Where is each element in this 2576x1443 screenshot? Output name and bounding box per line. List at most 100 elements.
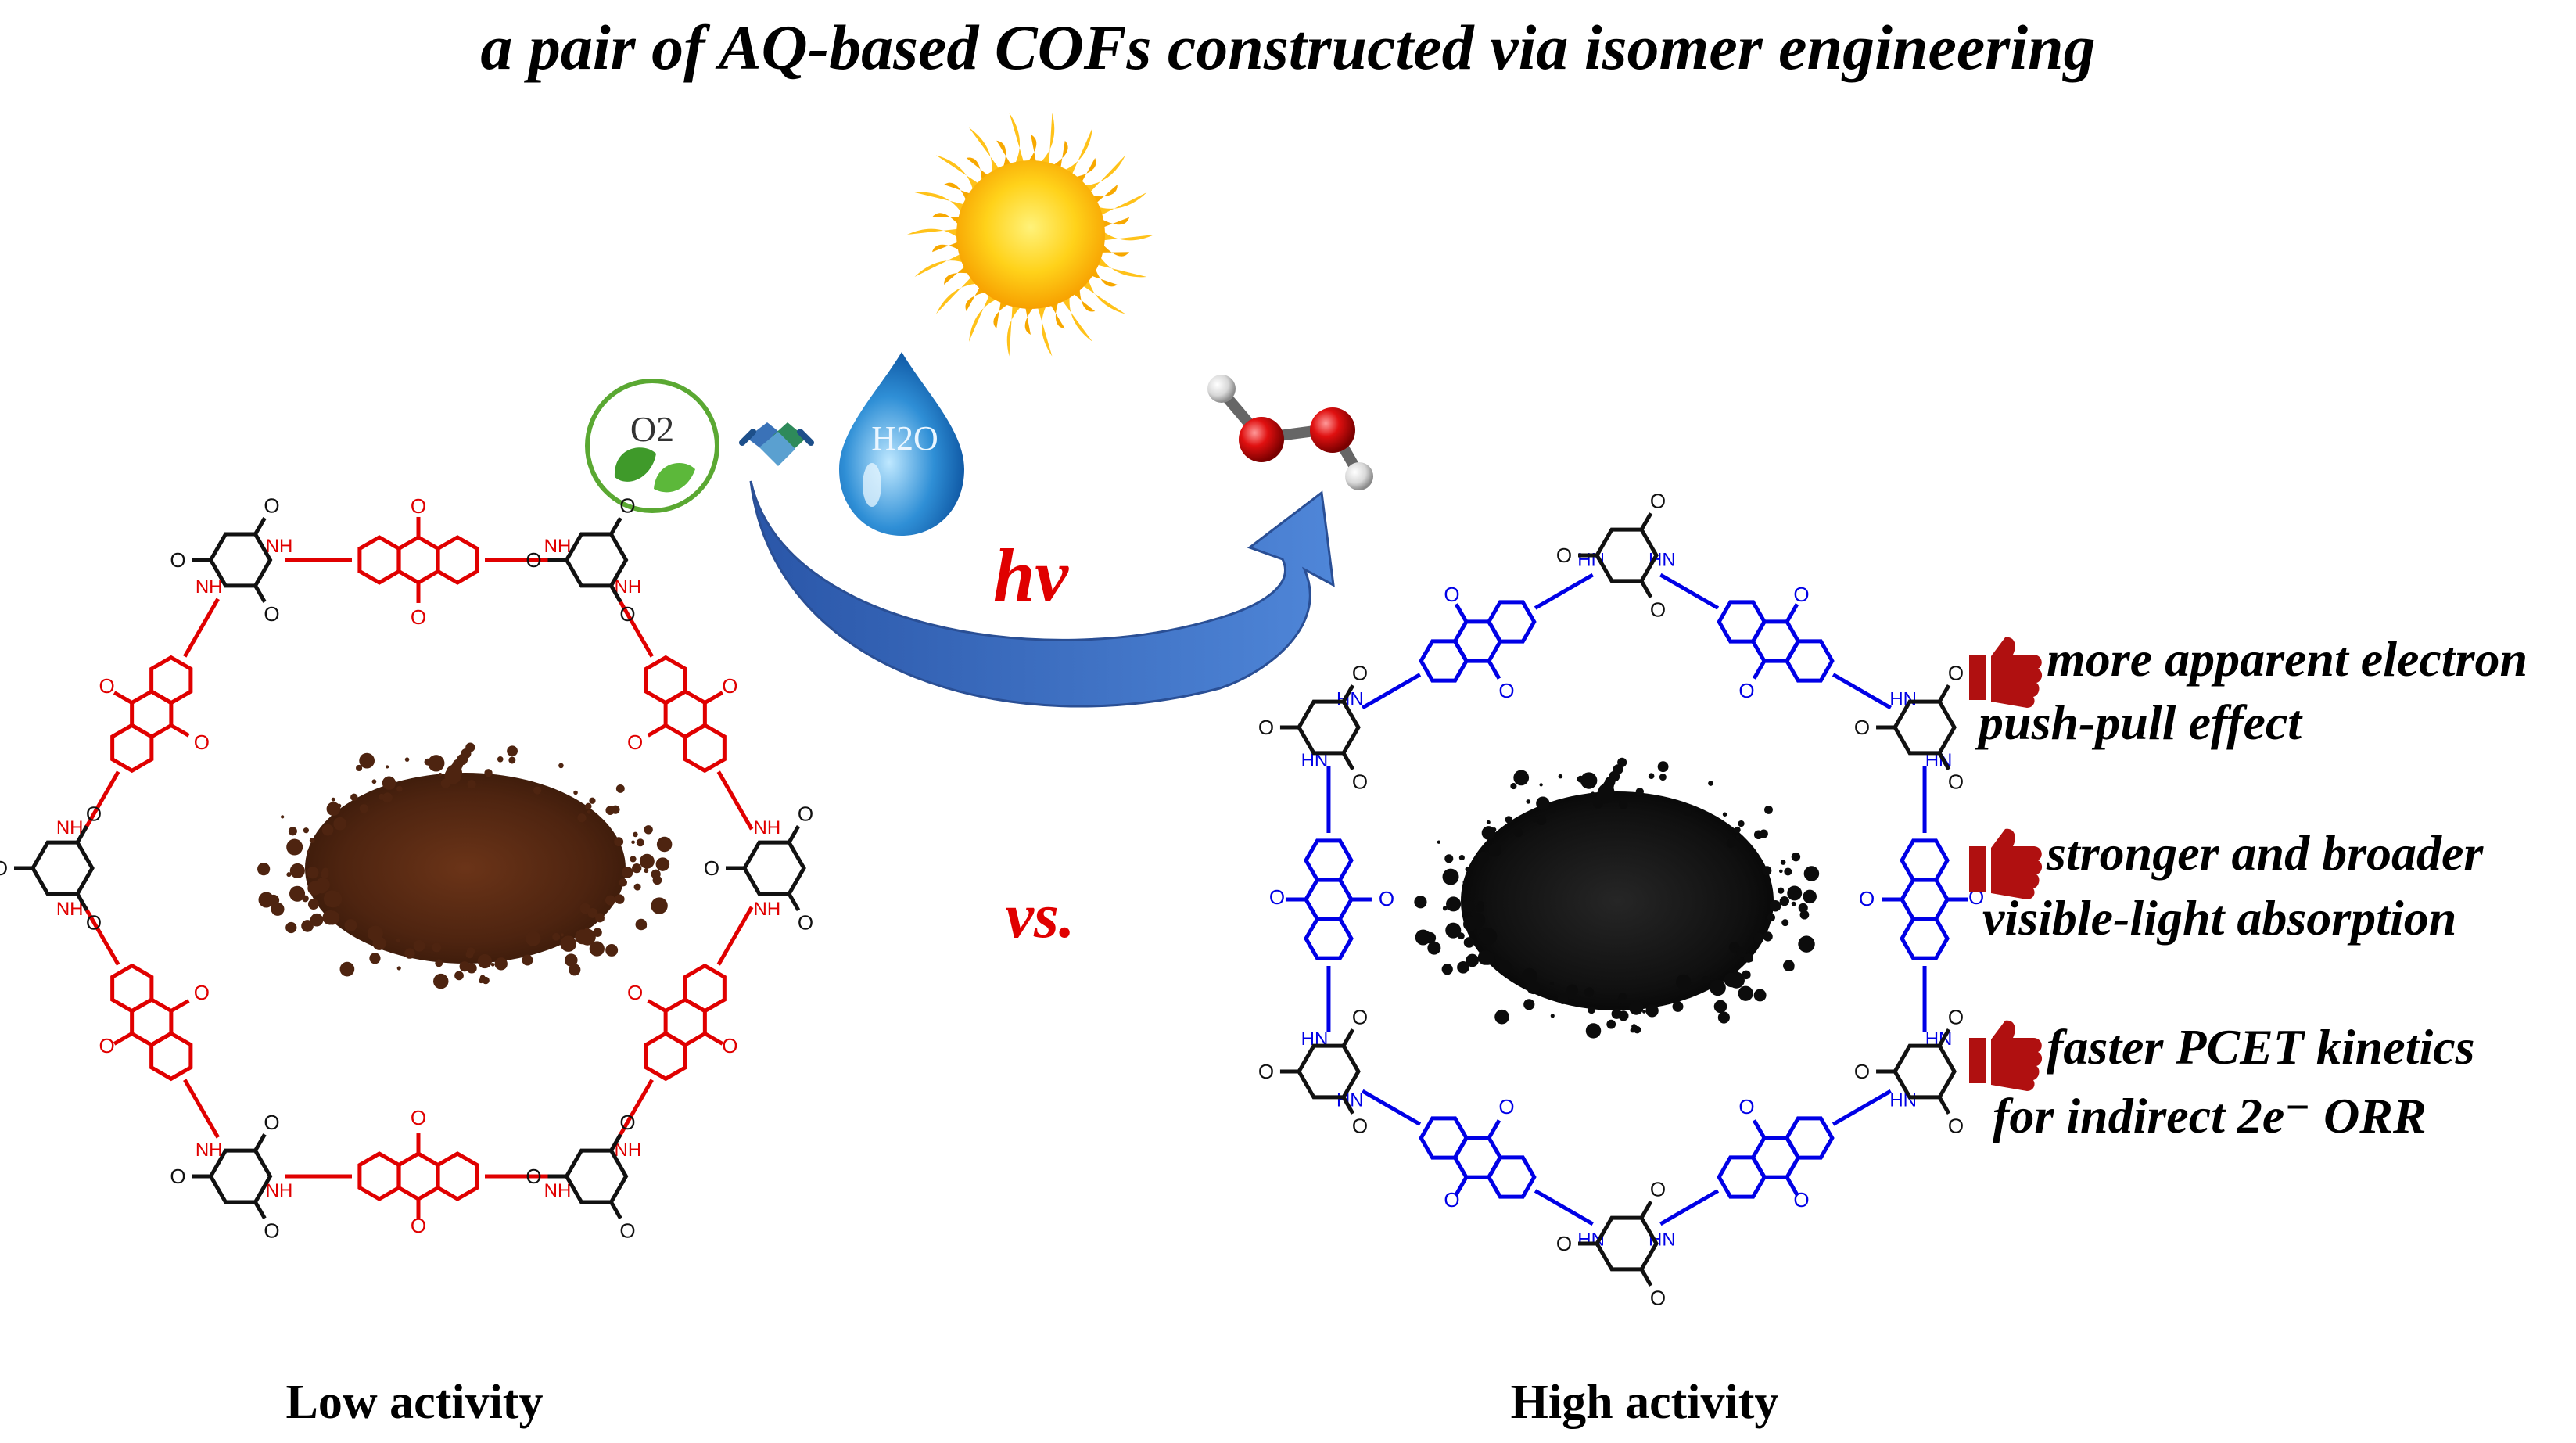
svg-text:O: O — [170, 548, 185, 572]
svg-text:O: O — [1498, 679, 1514, 702]
svg-text:NH: NH — [266, 536, 293, 557]
feature-line: visible-light absorption — [1982, 890, 2456, 946]
svg-text:O: O — [1556, 544, 1572, 567]
svg-text:O: O — [411, 605, 426, 629]
svg-text:O: O — [1258, 716, 1274, 739]
svg-text:O: O — [1352, 662, 1368, 685]
svg-text:O: O — [619, 494, 635, 518]
svg-text:O: O — [194, 730, 210, 754]
svg-text:O: O — [1269, 885, 1285, 909]
svg-text:O: O — [194, 981, 210, 1004]
svg-text:O: O — [1650, 1178, 1666, 1201]
svg-text:O: O — [1859, 887, 1875, 910]
svg-text:O: O — [99, 1034, 114, 1057]
svg-text:O: O — [1948, 770, 1964, 793]
feature-line: stronger and broader — [2046, 825, 2484, 881]
svg-text:NH: NH — [754, 899, 781, 920]
svg-text:O: O — [619, 1111, 635, 1134]
svg-text:O: O — [1948, 1006, 1964, 1029]
svg-text:O: O — [1738, 679, 1754, 702]
left-caption: Low activity — [286, 1376, 544, 1429]
thumbs-up-icon — [1969, 828, 2043, 899]
feature-line: for indirect 2e⁻ ORR — [1993, 1088, 2427, 1143]
svg-text:O: O — [1444, 1188, 1459, 1211]
svg-text:O: O — [526, 1165, 541, 1188]
svg-text:NH: NH — [266, 1180, 293, 1201]
black-cof-powder — [1414, 757, 1820, 1039]
svg-text:O: O — [722, 674, 737, 698]
feature-list: more apparent electron push-pull effect … — [1969, 631, 2528, 1143]
svg-text:O: O — [798, 802, 813, 826]
light-label: hv — [993, 533, 1069, 617]
svg-text:O: O — [411, 1214, 426, 1237]
svg-text:NH: NH — [56, 817, 84, 838]
svg-text:O: O — [1352, 1114, 1368, 1137]
o2-label: O2 — [630, 409, 674, 449]
svg-text:O: O — [1793, 1188, 1809, 1211]
svg-text:O: O — [1444, 583, 1459, 606]
svg-text:NH: NH — [196, 576, 223, 598]
svg-text:O: O — [411, 1106, 426, 1129]
svg-text:NH: NH — [615, 1140, 642, 1161]
thumbs-up-icon — [1969, 637, 2043, 708]
svg-text:O: O — [411, 494, 426, 518]
feature-line: push-pull effect — [1975, 695, 2303, 750]
svg-text:O: O — [1556, 1232, 1572, 1255]
svg-text:O: O — [264, 494, 279, 518]
svg-text:O: O — [1948, 1114, 1964, 1137]
svg-text:NH: NH — [56, 899, 84, 920]
svg-text:O: O — [0, 856, 8, 880]
svg-text:O: O — [86, 910, 102, 934]
oxygen-leaf-icon: O2 — [585, 379, 719, 513]
versus-label: vs. — [1006, 880, 1075, 951]
handshake-icon — [739, 422, 814, 466]
svg-text:NH: NH — [544, 1180, 572, 1201]
page-title: a pair of AQ-based COFs constructed via … — [480, 12, 2095, 83]
thumbs-up-icon — [1969, 1020, 2043, 1091]
svg-text:O: O — [1379, 887, 1394, 910]
svg-text:HN: HN — [1889, 688, 1917, 709]
feature-item: more apparent electron push-pull effect — [1969, 631, 2528, 750]
svg-text:O: O — [722, 1034, 737, 1057]
reaction-arrow — [749, 480, 1335, 708]
feature-line: faster PCET kinetics — [2047, 1019, 2475, 1075]
svg-text:NH: NH — [544, 536, 572, 557]
svg-text:O: O — [1854, 1060, 1870, 1083]
svg-text:NH: NH — [615, 576, 642, 598]
right-caption: High activity — [1511, 1376, 1779, 1429]
svg-text:O: O — [264, 1219, 279, 1242]
svg-text:O: O — [704, 856, 719, 880]
feature-line: more apparent electron — [2047, 631, 2528, 687]
svg-text:O: O — [264, 1111, 279, 1134]
svg-text:O: O — [86, 802, 102, 826]
svg-text:O: O — [619, 602, 635, 626]
h2o2-molecule-icon — [1207, 375, 1373, 490]
svg-text:O: O — [798, 910, 813, 934]
svg-text:NH: NH — [754, 817, 781, 838]
svg-text:O: O — [1650, 1286, 1666, 1309]
sun-icon — [907, 113, 1154, 357]
svg-text:O: O — [1258, 1060, 1274, 1083]
svg-text:O: O — [1650, 490, 1666, 513]
svg-text:O: O — [170, 1165, 185, 1188]
svg-text:O: O — [1854, 716, 1870, 739]
svg-text:O: O — [526, 548, 541, 572]
svg-text:O: O — [264, 602, 279, 626]
svg-text:O: O — [1352, 1006, 1368, 1029]
svg-text:O: O — [1650, 598, 1666, 621]
svg-text:O: O — [619, 1219, 635, 1242]
svg-text:O: O — [627, 981, 643, 1004]
water-drop-icon: H2O — [839, 352, 964, 536]
svg-text:O: O — [99, 674, 114, 698]
svg-text:O: O — [1738, 1095, 1754, 1118]
brown-cof-powder — [257, 742, 673, 989]
feature-item: stronger and broader visible-light absor… — [1969, 825, 2484, 946]
svg-text:NH: NH — [196, 1140, 223, 1161]
feature-item: faster PCET kinetics for indirect 2e⁻ OR… — [1969, 1019, 2475, 1143]
svg-text:O: O — [1793, 583, 1809, 606]
svg-text:O: O — [1352, 770, 1368, 793]
svg-text:O: O — [627, 730, 643, 754]
